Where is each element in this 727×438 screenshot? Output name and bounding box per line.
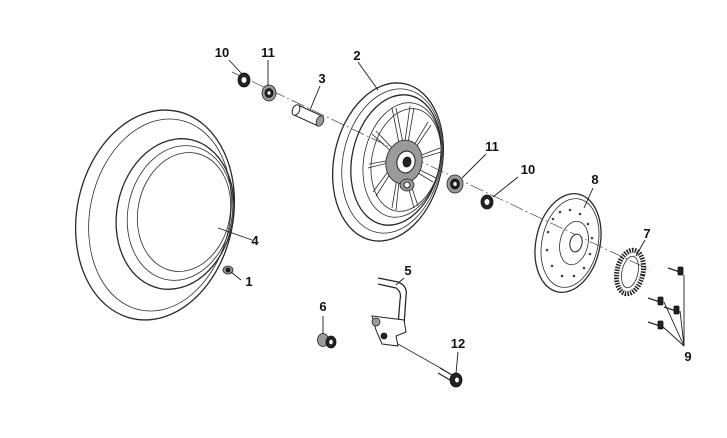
bolt-3 — [663, 305, 680, 315]
callout-1: 1 — [245, 274, 252, 289]
abs-sensor-ring — [613, 247, 647, 297]
axle-spacer — [291, 104, 325, 127]
callout-7: 7 — [643, 226, 650, 241]
tire-valve — [222, 265, 234, 275]
callout-labels: 10 11 3 2 11 10 8 7 4 1 5 6 12 9 — [215, 45, 692, 364]
sensor-bolt — [437, 367, 463, 388]
disc-bolts — [647, 266, 684, 330]
oil-seal-left — [237, 72, 251, 88]
sensor-alignment-line — [397, 343, 445, 371]
callout-8: 8 — [591, 172, 598, 187]
collar — [317, 333, 337, 349]
speed-sensor-bracket — [371, 277, 407, 347]
oil-seal-right — [480, 194, 494, 210]
callout-10-upper: 10 — [215, 45, 229, 60]
bearing-left — [261, 84, 277, 102]
callout-3: 3 — [318, 71, 325, 86]
brake-disc — [534, 192, 602, 294]
callout-12: 12 — [451, 336, 465, 351]
callout-10-lower: 10 — [521, 162, 535, 177]
callout-2: 2 — [353, 48, 360, 63]
bolt-2 — [647, 296, 664, 306]
bearing-right — [446, 174, 464, 194]
callout-9: 9 — [684, 349, 691, 364]
callout-6: 6 — [319, 299, 326, 314]
bolt-1 — [667, 266, 684, 276]
callout-5: 5 — [404, 263, 411, 278]
bolt-4 — [647, 320, 664, 330]
wheel-rim — [331, 82, 445, 242]
callout-11-lower: 11 — [485, 139, 499, 154]
leader-lines — [217, 59, 685, 374]
callout-4: 4 — [251, 233, 259, 248]
tire — [74, 109, 236, 321]
callout-11-upper: 11 — [261, 45, 275, 60]
